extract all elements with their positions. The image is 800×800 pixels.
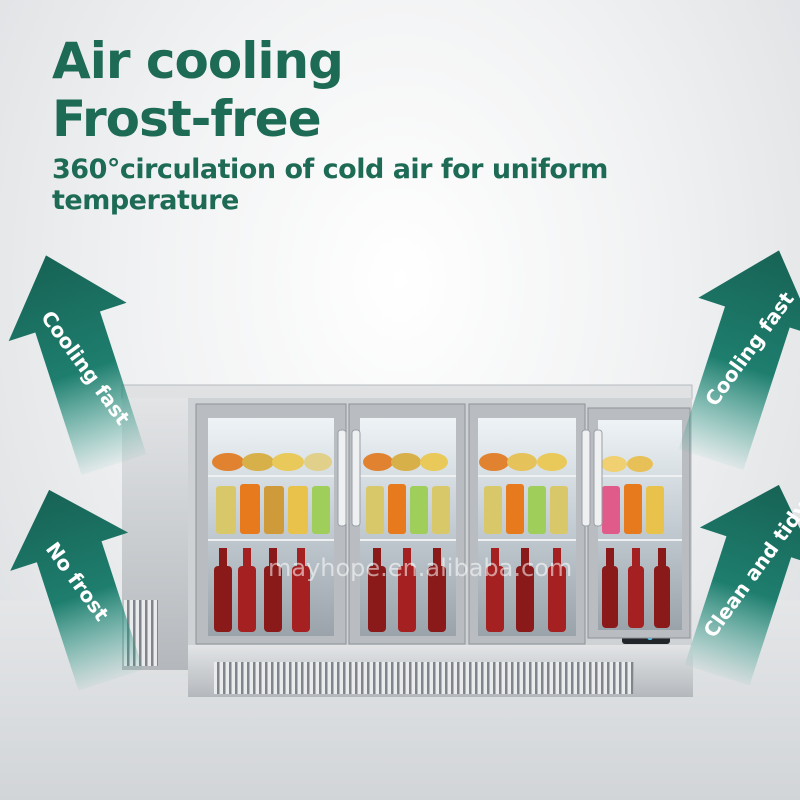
watermark: mayhope.en.alibaba.com — [268, 554, 572, 582]
bottom-vent-grille — [214, 662, 634, 694]
fridge-top — [121, 384, 693, 400]
subtitle: 360°circulation of cold air for uniform … — [52, 154, 608, 216]
up-arrow-icon — [684, 484, 800, 686]
shelves — [208, 475, 682, 541]
up-arrow-icon — [8, 255, 147, 476]
up-arrow-icon — [678, 250, 800, 471]
door-handles[interactable] — [337, 429, 603, 527]
cans-middle-row — [216, 484, 664, 534]
headline-air-cooling: Air cooling — [52, 32, 344, 90]
headline-frost-free: Frost-free — [52, 90, 322, 148]
up-arrow-icon — [10, 489, 144, 691]
feature-arrow-left-bottom: No frost — [10, 489, 144, 691]
bottles-bottom-row — [214, 548, 670, 632]
cans-top-row — [212, 453, 653, 472]
bar-fridge: mayhope.en.alibaba.com — [121, 384, 693, 697]
